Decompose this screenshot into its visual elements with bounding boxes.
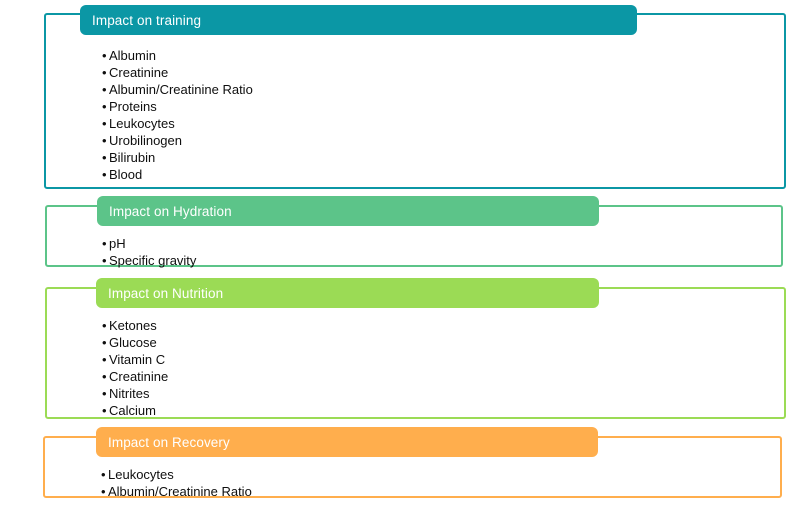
list-item-label: Specific gravity <box>109 253 197 268</box>
list-item: •Bilirubin <box>102 149 253 166</box>
bullet-icon: • <box>102 335 107 350</box>
bullet-icon: • <box>102 318 107 333</box>
bullet-icon: • <box>102 236 107 251</box>
impact-group-hydration: Impact on Hydration •pH •Specific gravit… <box>45 196 783 269</box>
bullet-icon: • <box>102 116 107 131</box>
impact-group-recovery: Impact on Recovery •Leukocytes •Albumin/… <box>43 427 782 500</box>
list-item: •Creatinine <box>102 64 253 81</box>
group-item-list-nutrition: •Ketones •Glucose •Vitamin C •Creatinine… <box>102 317 168 419</box>
group-header-nutrition: Impact on Nutrition <box>96 278 599 308</box>
bullet-icon: • <box>102 167 107 182</box>
bullet-icon: • <box>102 133 107 148</box>
bullet-icon: • <box>102 65 107 80</box>
list-item: •Vitamin C <box>102 351 168 368</box>
group-header-training: Impact on training <box>80 5 637 35</box>
list-item: •Leukocytes <box>101 466 252 483</box>
list-item-label: Bilirubin <box>109 150 156 165</box>
bullet-icon: • <box>102 150 107 165</box>
list-item: •Urobilinogen <box>102 132 253 149</box>
list-item: •Leukocytes <box>102 115 253 132</box>
list-item-label: Proteins <box>109 99 157 114</box>
group-header-label-nutrition: Impact on Nutrition <box>108 285 224 301</box>
bullet-icon: • <box>102 48 107 63</box>
group-header-label-hydration: Impact on Hydration <box>109 203 232 219</box>
list-item: •Ketones <box>102 317 168 334</box>
list-item: •Calcium <box>102 402 168 419</box>
bullet-icon: • <box>102 99 107 114</box>
bullet-icon: • <box>102 253 107 268</box>
list-item: •Blood <box>102 166 253 183</box>
list-item: •Proteins <box>102 98 253 115</box>
list-item: •Glucose <box>102 334 168 351</box>
bullet-icon: • <box>102 403 107 418</box>
group-header-label-training: Impact on training <box>92 12 202 28</box>
group-header-hydration: Impact on Hydration <box>97 196 599 226</box>
bullet-icon: • <box>101 467 106 482</box>
list-item-label: Creatinine <box>109 369 169 384</box>
list-item-label: Vitamin C <box>109 352 166 367</box>
list-item-label: Urobilinogen <box>109 133 182 148</box>
group-header-recovery: Impact on Recovery <box>96 427 598 457</box>
list-item: •Albumin/Creatinine Ratio <box>101 483 252 500</box>
list-item-label: Albumin/Creatinine Ratio <box>108 484 252 499</box>
list-item-label: Ketones <box>109 318 157 333</box>
list-item-label: Glucose <box>109 335 157 350</box>
list-item-label: Albumin/Creatinine Ratio <box>109 82 253 97</box>
list-item-label: Leukocytes <box>108 467 174 482</box>
impact-group-nutrition: Impact on Nutrition •Ketones •Glucose •V… <box>45 278 786 419</box>
list-item-label: pH <box>109 236 126 251</box>
list-item-label: Blood <box>109 167 143 182</box>
list-item: •Specific gravity <box>102 252 196 269</box>
group-item-list-recovery: •Leukocytes •Albumin/Creatinine Ratio <box>101 466 252 500</box>
list-item: •Albumin/Creatinine Ratio <box>102 81 253 98</box>
bullet-icon: • <box>101 484 106 499</box>
bullet-icon: • <box>102 352 107 367</box>
list-item-label: Creatinine <box>109 65 169 80</box>
list-item: •Albumin <box>102 47 253 64</box>
group-item-list-hydration: •pH •Specific gravity <box>102 235 196 269</box>
bullet-icon: • <box>102 386 107 401</box>
impact-group-training: Impact on training •Albumin •Creatinine … <box>44 5 786 189</box>
list-item: •Nitrites <box>102 385 168 402</box>
list-item: •pH <box>102 235 196 252</box>
list-item-label: Leukocytes <box>109 116 175 131</box>
list-item-label: Nitrites <box>109 386 150 401</box>
bullet-icon: • <box>102 82 107 97</box>
group-header-label-recovery: Impact on Recovery <box>108 434 230 450</box>
list-item-label: Albumin <box>109 48 156 63</box>
bullet-icon: • <box>102 369 107 384</box>
group-item-list-training: •Albumin •Creatinine •Albumin/Creatinine… <box>102 47 253 183</box>
list-item-label: Calcium <box>109 403 156 418</box>
list-item: •Creatinine <box>102 368 168 385</box>
